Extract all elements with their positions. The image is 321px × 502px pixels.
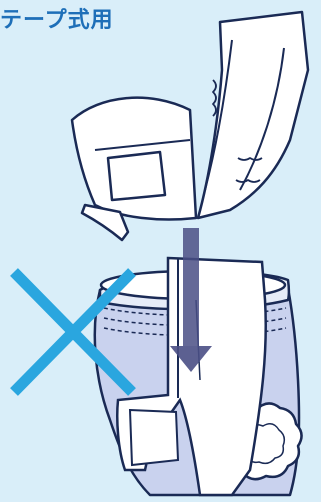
incontinence-pad-icon — [72, 12, 308, 240]
